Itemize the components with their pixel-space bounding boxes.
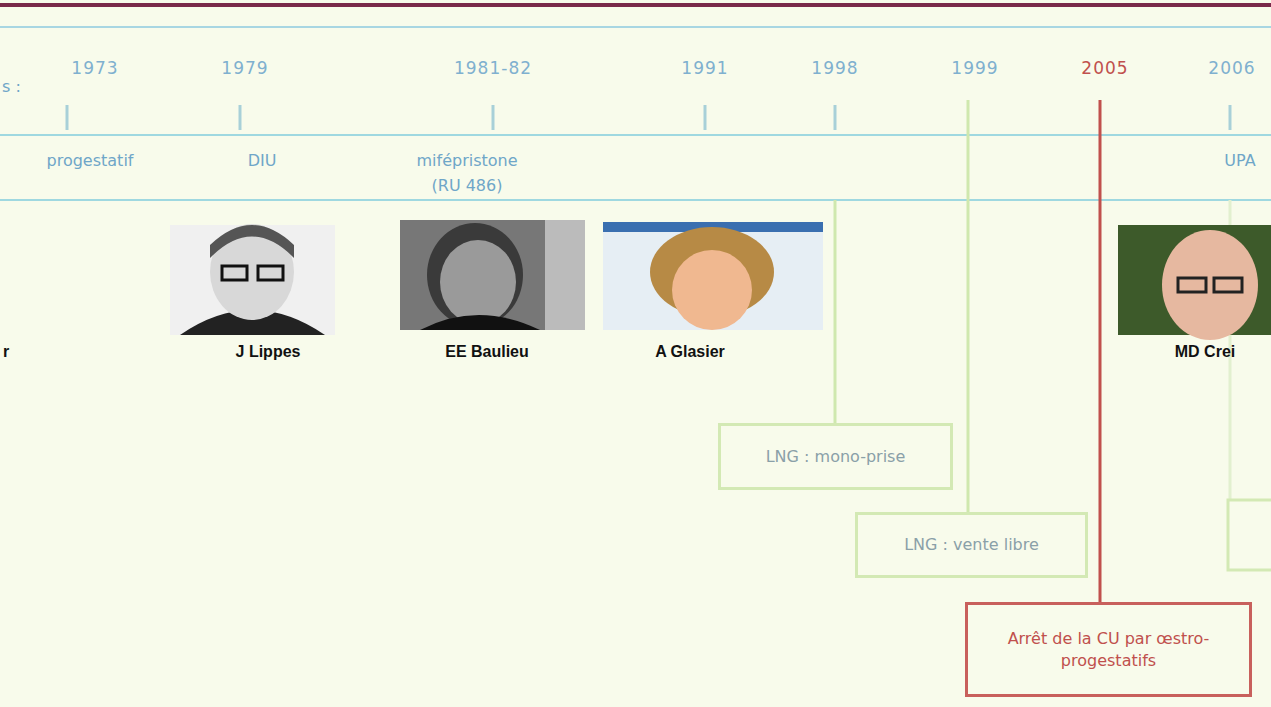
- year-label: 2005: [1081, 58, 1128, 78]
- portrait: [400, 220, 585, 330]
- year-label: 1999: [951, 58, 998, 78]
- year-label: 1991: [681, 58, 728, 78]
- year-label: 2006: [1208, 58, 1255, 78]
- method-label: s :: [2, 77, 21, 96]
- note-box: LNG : mono-prise: [718, 423, 953, 490]
- year-ticks: [67, 105, 1230, 130]
- person-name: EE Baulieu: [445, 343, 529, 361]
- box-text: Arrêt de la CU par œstro-progestatifs: [980, 628, 1237, 671]
- method-label: progestatif: [47, 151, 134, 170]
- method-label: DIU: [248, 151, 277, 170]
- method-label: (RU 486): [432, 176, 503, 195]
- leader-line: [834, 200, 837, 423]
- band-line: [0, 199, 1271, 201]
- leader-line: [967, 100, 970, 512]
- method-label: mifépristone: [416, 151, 517, 170]
- band-line: [0, 134, 1271, 136]
- top-rule: [0, 26, 1271, 28]
- box-text: LNG : mono-prise: [766, 446, 906, 468]
- year-label: 1998: [811, 58, 858, 78]
- year-label: 1981-82: [454, 58, 532, 78]
- portrait: [603, 222, 823, 330]
- note-box: LNG : vente libre: [855, 512, 1088, 578]
- year-label: 1979: [221, 58, 268, 78]
- leader-line: [1099, 100, 1102, 602]
- event-box: Arrêt de la CU par œstro-progestatifs: [965, 602, 1252, 697]
- top-rule: [0, 3, 1271, 7]
- portrait: [1118, 225, 1271, 340]
- year-label: 1973: [71, 58, 118, 78]
- person-name: r: [3, 343, 9, 361]
- box-text: LNG : vente libre: [904, 534, 1039, 556]
- person-name: A Glasier: [655, 343, 725, 361]
- partial-box: [1228, 500, 1271, 570]
- person-name: J Lippes: [236, 343, 301, 361]
- method-label: UPA: [1224, 151, 1255, 170]
- portrait: [170, 224, 335, 335]
- person-name: MD Crei: [1175, 343, 1235, 361]
